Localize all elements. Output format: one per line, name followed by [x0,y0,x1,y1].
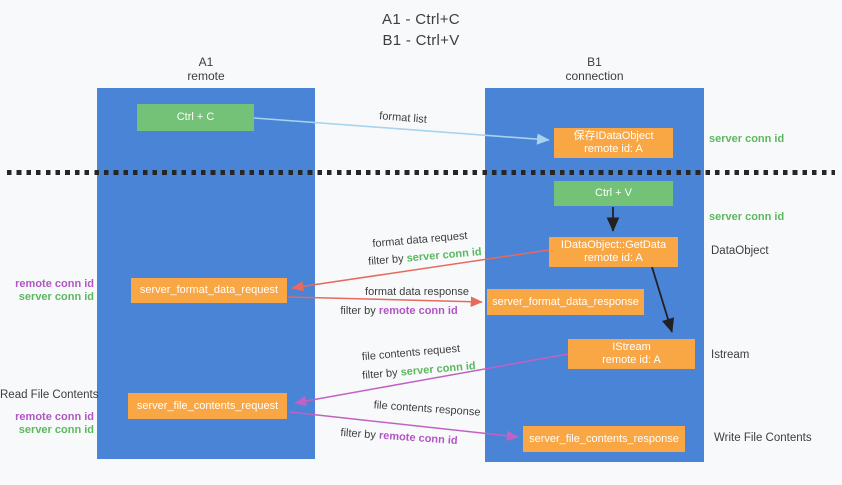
node-istream-line2: remote id: A [602,354,661,366]
filter-by-text: filter by [340,305,376,317]
node-ctrl-c: Ctrl + C [137,104,254,131]
lifeline-name-b1: B1 [587,55,602,69]
filter-by-text: filter by [367,252,405,268]
node-file-request-label: server_file_contents_request [136,399,279,412]
node-ctrl-c-label: Ctrl + C [176,111,215,123]
node-save-idataobject: 保存IDataObject remote id: A [554,128,673,158]
arrow-label-filter-by-remote-2: filter by remote conn id [319,425,480,449]
lifeline-header-b1: B1 connection [485,55,704,83]
right-label-server-conn-id-top: server conn id [709,133,785,145]
left-label-conn-ids-format: remote conn id server conn id [0,278,94,304]
lifeline-header-a1: A1 remote [97,55,315,83]
node-server-file-contents-response: server_file_contents_response [523,426,685,452]
right-label-write-file-contents: Write File Contents [714,432,812,444]
left-server-conn-id-1: server conn id [18,291,94,303]
filter-by-text: filter by [340,426,377,442]
node-istream-line1: IStream [612,341,651,353]
arrow-label-format-list: format list [378,110,428,126]
arrow-label-format-data-response: format data response [365,286,469,298]
node-getdata-line1: IDataObject::GetData [560,239,667,251]
filter-by-text: filter by [361,366,399,382]
node-file-response-label: server_file_contents_response [529,432,679,445]
node-istream: IStream remote id: A [568,339,695,369]
right-label-istream: Istream [711,349,750,361]
filter-remote-conn-id: remote conn id [378,305,458,317]
left-label-conn-ids-file: remote conn id server conn id [0,411,94,437]
node-server-file-contents-request: server_file_contents_request [128,393,287,419]
right-label-dataobject: DataObject [711,245,769,257]
node-server-format-data-response: server_format_data_response [487,289,644,315]
left-server-conn-id-2: server conn id [18,424,94,436]
node-format-response-label: server_format_data_response [492,295,639,308]
node-server-format-data-request: server_format_data_request [131,278,287,303]
filter-remote-conn-id: remote conn id [378,429,458,448]
node-save-idataobject-line1: 保存IDataObject [573,130,654,142]
filter-server-conn-id: server conn id [400,360,477,379]
right-label-server-conn-id-mid: server conn id [709,211,785,223]
node-getdata-line2: remote id: A [584,252,643,264]
node-format-request-label: server_format_data_request [139,284,279,296]
diagram-title: A1 - Ctrl+C B1 - Ctrl+V [0,9,842,51]
lifeline-role-connection: connection [565,69,624,83]
session-divider-dotted-line [7,170,835,175]
filter-server-conn-id: server conn id [406,246,483,265]
left-label-read-file-contents: Read File Contents [0,389,99,401]
left-remote-conn-id-2: remote conn id [15,411,94,423]
left-remote-conn-id-1: remote conn id [15,278,94,290]
node-ctrl-v-label: Ctrl + V [595,187,632,199]
arrow-label-file-contents-response: file contents response [373,399,481,419]
node-save-idataobject-line2: remote id: A [584,143,643,155]
lifeline-name-a1: A1 [198,55,214,69]
title-line-2: B1 - Ctrl+V [382,32,460,49]
arrow-label-filter-by-remote-1: filter by remote conn id [319,305,479,318]
lifeline-role-remote: remote [187,69,225,83]
title-line-1: A1 - Ctrl+C [382,11,460,28]
node-idataobject-getdata: IDataObject::GetData remote id: A [549,237,678,267]
node-ctrl-v: Ctrl + V [554,181,673,206]
